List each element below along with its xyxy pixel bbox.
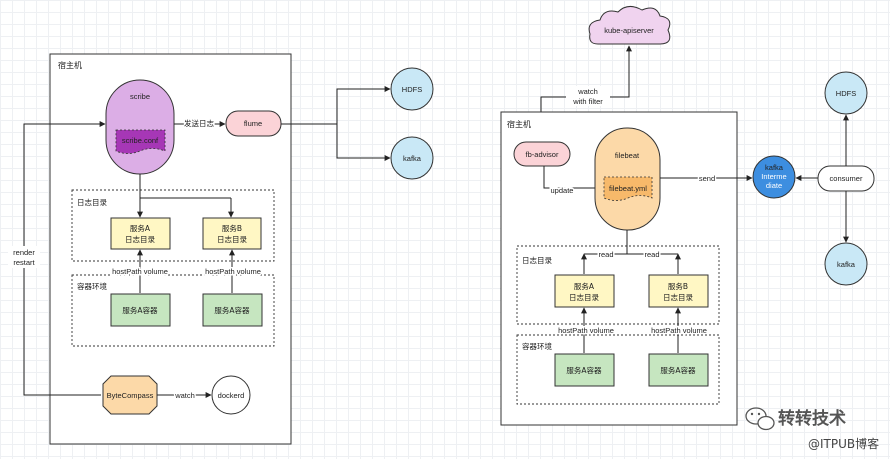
watermark-brand: 转转技术	[778, 408, 846, 429]
bytecompass-label: ByteCompass	[107, 391, 154, 400]
right-container-a2-label: 服务A容器	[660, 365, 696, 375]
right-svc-a-line2: 日志目录	[569, 292, 599, 302]
right-hostpath-b: hostPath volume	[651, 326, 707, 335]
send-log-label: 发送日志	[184, 118, 214, 128]
left-diagram: 宿主机 scribe scribe.conf 发送日志 flume HDFS k…	[8, 53, 434, 445]
right-svc-b-node	[648, 274, 709, 308]
render-label-line1: render	[13, 248, 35, 257]
left-log-dir-title: 日志目录	[77, 197, 107, 207]
left-container-a1-label: 服务A容器	[122, 305, 158, 315]
wechat-icon	[745, 407, 775, 431]
fb-advisor-node	[513, 141, 571, 167]
dockerd-node	[211, 375, 251, 415]
send-label: send	[699, 174, 715, 183]
hdfs-label-right: HDFS	[836, 89, 856, 98]
render-label-bg	[8, 246, 40, 268]
bytecompass-node	[102, 375, 158, 415]
filebeat-yml-node	[603, 176, 653, 201]
right-container-a2	[648, 353, 709, 387]
watch-filter-line2: with filter	[572, 97, 603, 106]
right-container-a1	[554, 353, 615, 387]
update-label: update	[551, 186, 574, 195]
read-a-label: read	[598, 250, 613, 259]
read-b-label: read	[644, 250, 659, 259]
scribe-conf-node	[115, 129, 166, 154]
kube-apiserver-label: kube-apiserver	[604, 26, 654, 35]
watermark-source: @ITPUB博客	[808, 436, 879, 451]
right-svc-a-line1: 服务A	[574, 281, 595, 291]
left-svc-a-line1: 服务A	[130, 223, 151, 233]
kafka-node-left	[390, 136, 434, 180]
left-hostpath-a: hostPath volume	[112, 267, 168, 276]
left-container-env-box	[71, 274, 275, 347]
right-svc-b-line2: 日志目录	[663, 292, 693, 302]
kafka-label-left: kafka	[403, 154, 422, 163]
left-svc-b-line2: 日志目录	[217, 234, 247, 244]
scribe-label: scribe	[130, 92, 150, 101]
right-log-dir-title: 日志目录	[522, 255, 552, 265]
right-svc-b-line1: 服务B	[668, 281, 688, 291]
left-svc-a-node	[110, 217, 171, 250]
dockerd-label: dockerd	[218, 391, 245, 400]
left-container-env-title: 容器环境	[77, 281, 107, 291]
kafka-intermediate-line1: kafka	[765, 163, 784, 172]
right-svc-a-node	[554, 274, 615, 308]
left-container-a2-label: 服务A容器	[214, 305, 250, 315]
left-host-title: 宿主机	[58, 60, 82, 70]
right-log-dir-box	[516, 245, 720, 325]
kafka-node-right	[824, 242, 868, 286]
left-container-a1	[110, 293, 171, 327]
left-container-a2	[202, 293, 263, 327]
left-svc-a-line2: 日志目录	[125, 234, 155, 244]
kube-apiserver-cloud	[588, 6, 671, 45]
watch-filter-line1: watch	[577, 87, 598, 96]
edge-flume-hdfs	[336, 86, 391, 124]
kafka-label-right: kafka	[837, 260, 856, 269]
right-hostpath-a: hostPath volume	[558, 326, 614, 335]
kafka-intermediate-node	[752, 155, 796, 199]
right-host-title: 宿主机	[507, 119, 531, 129]
kafka-intermediate-line3: diate	[766, 181, 782, 190]
hdfs-node-right	[824, 71, 868, 115]
right-container-a1-label: 服务A容器	[566, 365, 602, 375]
left-svc-b-node	[202, 217, 262, 250]
filebeat-yml-label: filebeat.yml	[609, 184, 647, 193]
watermark: 转转技术 @ITPUB博客	[745, 407, 879, 451]
right-diagram: kube-apiserver watch with filter 宿主机 fb-…	[500, 6, 875, 426]
hdfs-label-left: HDFS	[402, 85, 422, 94]
filebeat-label: filebeat	[615, 151, 640, 160]
kafka-intermediate-line2: Interme	[761, 172, 786, 181]
left-log-dir-box	[71, 189, 275, 262]
watch-filter-label-bg	[566, 86, 610, 106]
left-hostpath-b: hostPath volume	[205, 267, 261, 276]
watch-label-left: watch	[174, 391, 195, 400]
consumer-label: consumer	[830, 174, 863, 183]
fb-advisor-label: fb-advisor	[526, 150, 559, 159]
right-container-env-title: 容器环境	[522, 341, 552, 351]
right-container-env-box	[516, 334, 720, 405]
edge-update	[543, 166, 605, 191]
render-label-line2: restart	[13, 258, 35, 267]
hdfs-node-left	[390, 67, 434, 111]
edge-flume-kafka	[336, 124, 391, 161]
flume-label: flume	[244, 119, 262, 128]
left-svc-b-line1: 服务B	[222, 223, 242, 233]
scribe-conf-label: scribe.conf	[122, 136, 159, 145]
